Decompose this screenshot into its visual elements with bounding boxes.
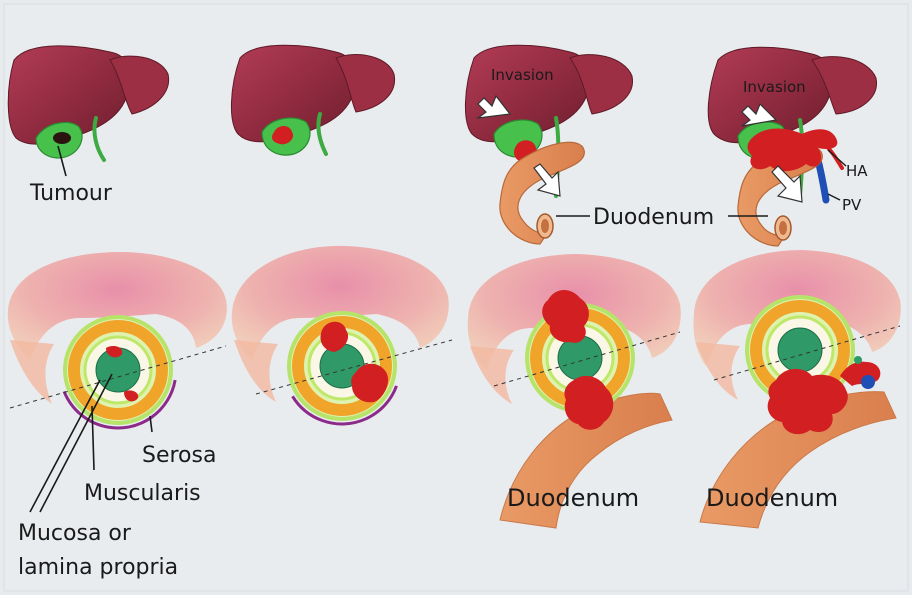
mucosa-label-line1: Mucosa or [18, 521, 132, 546]
pv-label: PV [842, 196, 862, 214]
muscularis-label: Muscularis [84, 481, 201, 506]
duodenum-lumen-inner [779, 221, 787, 235]
invasion-label: Invasion [743, 78, 806, 96]
mucosa-core [558, 336, 602, 380]
duodenum-label: Duodenum [706, 484, 838, 512]
hepatic-artery-section [854, 356, 862, 364]
tumour-label: Tumour [29, 181, 113, 206]
mucosa-label-line2: lamina propria [18, 555, 178, 580]
ha-label: HA [846, 162, 868, 180]
duodenum-label-top: Duodenum [593, 205, 714, 230]
mucosa-core [778, 328, 822, 372]
duodenum-label: Duodenum [507, 484, 639, 512]
portal-vein-section [861, 375, 875, 389]
tumour-mass [53, 132, 71, 144]
serosa-label: Serosa [142, 443, 216, 468]
invasion-label: Invasion [491, 66, 554, 84]
duodenum-lumen-inner [541, 219, 549, 233]
